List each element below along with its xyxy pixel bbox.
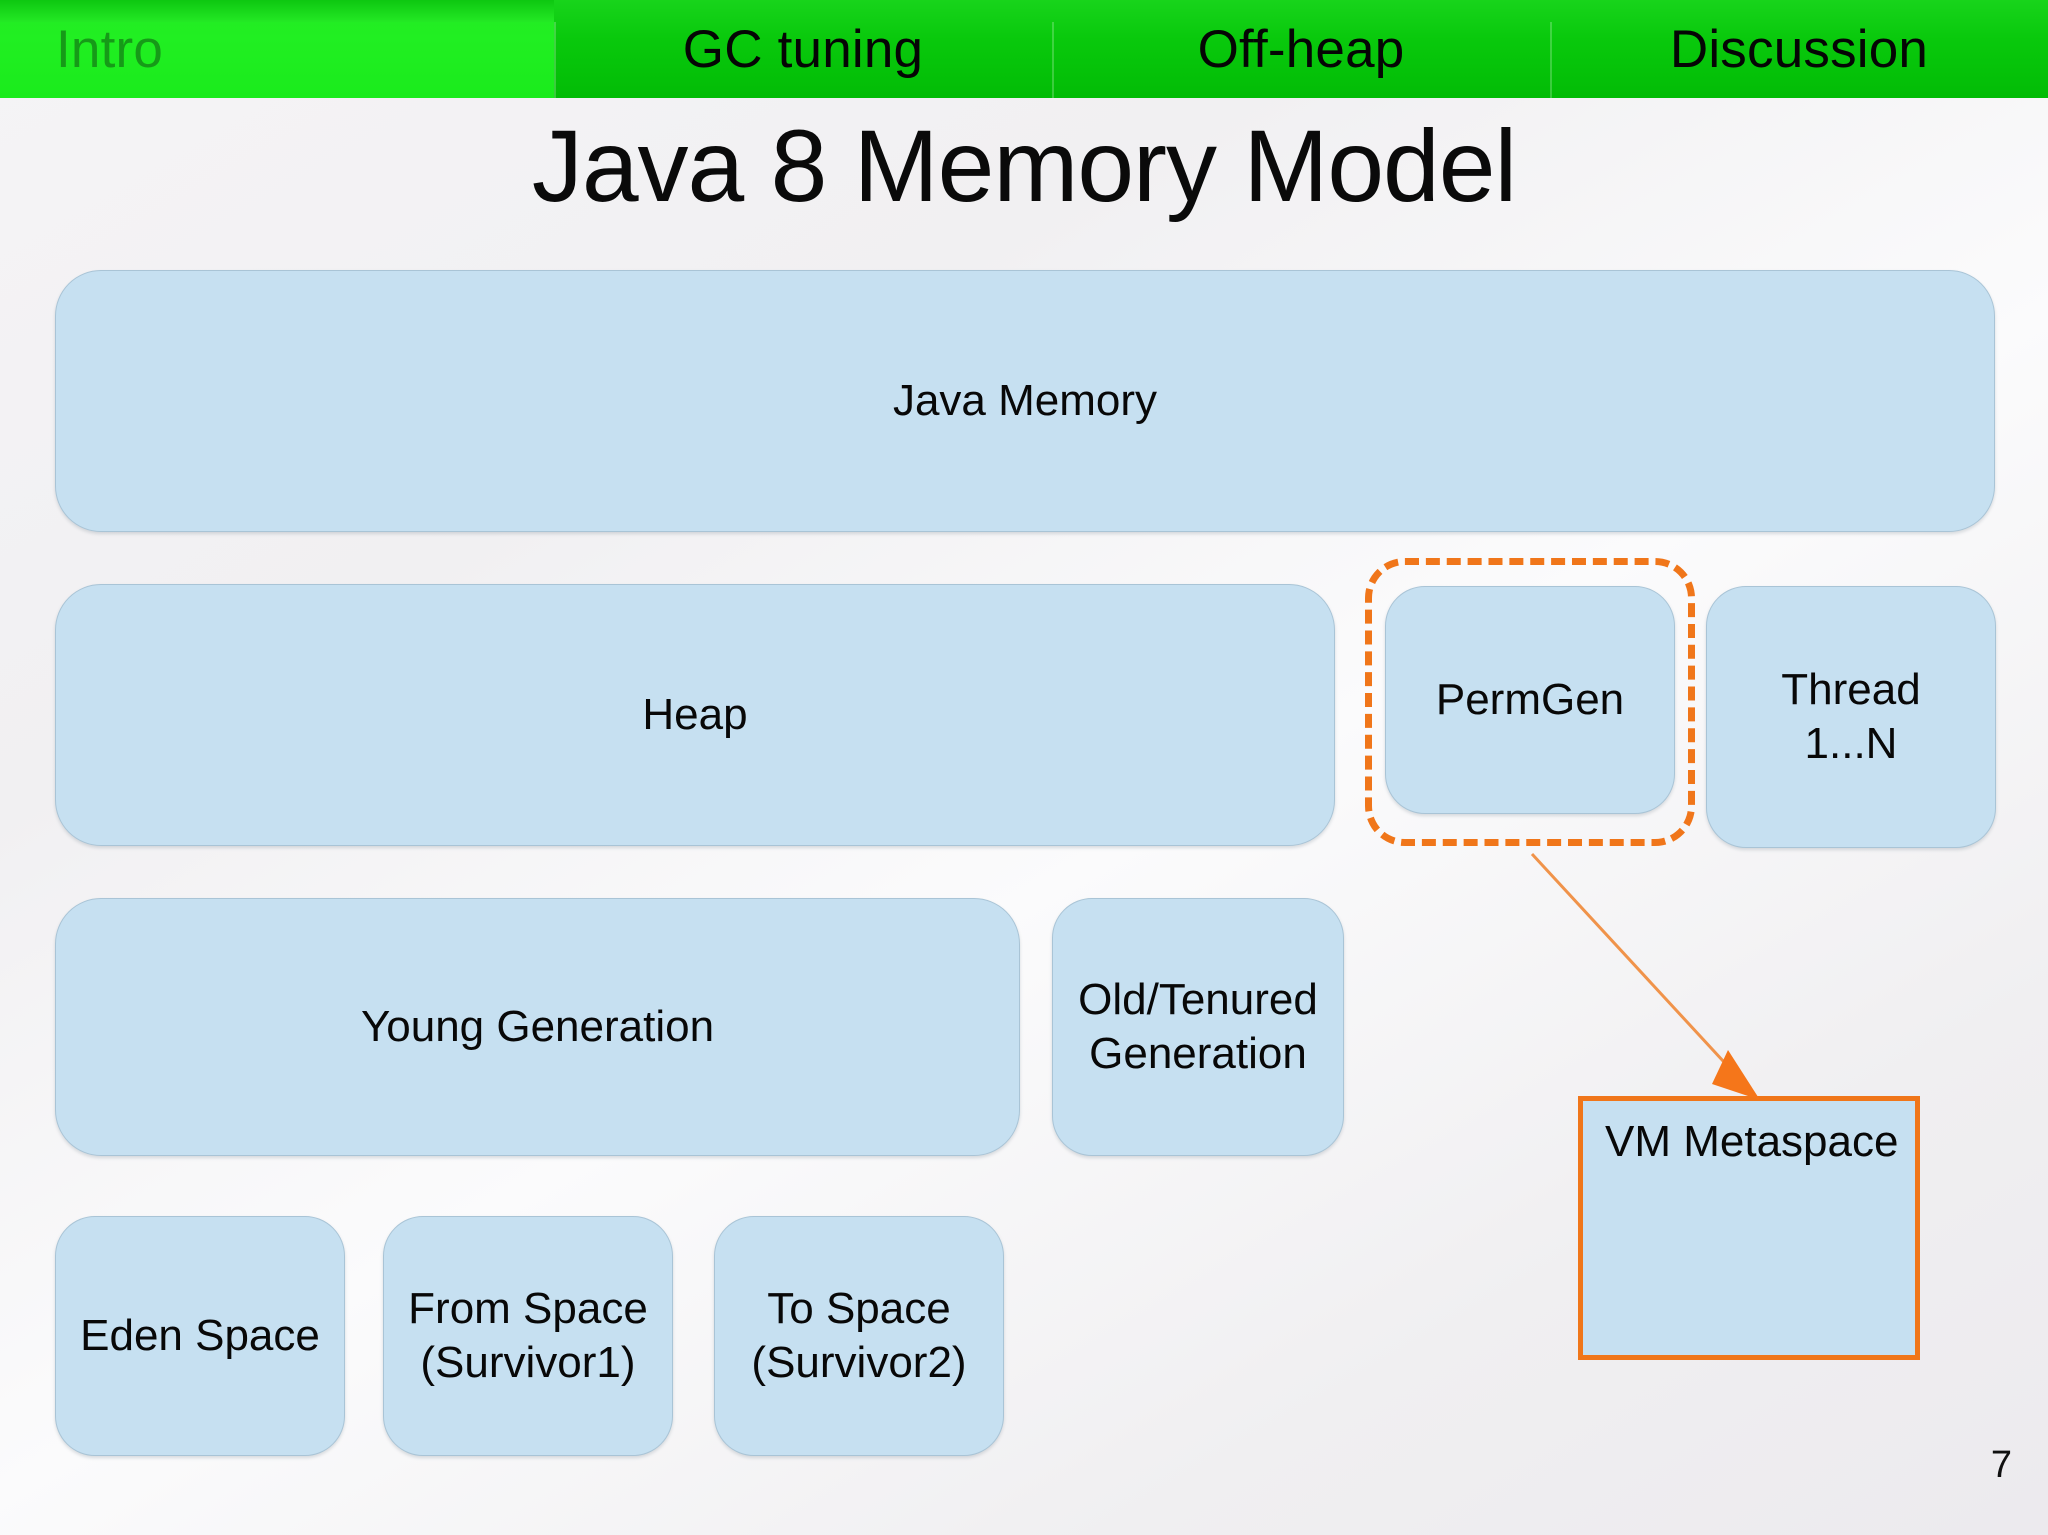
box-old-tenured-label-line2: Generation [1089, 1029, 1307, 1078]
box-thread-label-line2: 1...N [1804, 719, 1898, 768]
nav-tab-gc-tuning[interactable]: GC tuning [554, 0, 1052, 98]
box-thread: Thread 1...N [1706, 586, 1996, 848]
box-young-generation: Young Generation [55, 898, 1020, 1156]
box-to-space-label: To Space (Survivor2) [751, 1282, 966, 1389]
nav-tab-discussion-label: Discussion [1669, 19, 1929, 79]
arrow-line [1530, 852, 1738, 1077]
nav-tab-off-heap[interactable]: Off-heap [1052, 0, 1550, 98]
box-to-space: To Space (Survivor2) [714, 1216, 1004, 1456]
nav-tab-gc-tuning-label: GC tuning [682, 19, 924, 79]
box-to-space-label-line2: (Survivor2) [751, 1338, 967, 1387]
box-from-space-label-line1: From Space [408, 1284, 648, 1334]
permgen-highlight-outline [1365, 558, 1695, 846]
box-eden-space: Eden Space [55, 1216, 345, 1456]
box-to-space-label-line1: To Space [767, 1284, 951, 1334]
navigation-bar: Intro GC tuning Off-heap Discussion [0, 0, 2048, 98]
box-permgen-label: PermGen [1435, 675, 1625, 725]
box-eden-space-label: Eden Space [80, 1311, 320, 1361]
box-young-generation-label: Young Generation [360, 1002, 715, 1052]
box-old-tenured-label: Old/Tenured Generation [1078, 973, 1318, 1080]
arrow-head-icon [1712, 1050, 1760, 1100]
box-java-memory-label: Java Memory [892, 376, 1158, 426]
box-from-space-label-line2: (Survivor1) [420, 1338, 636, 1387]
box-old-tenured-generation: Old/Tenured Generation [1052, 898, 1344, 1156]
box-vm-metaspace-label: VM Metaspace [1605, 1117, 1899, 1166]
box-thread-label: Thread 1...N [1781, 663, 1920, 770]
page-title: Java 8 Memory Model [531, 109, 1517, 223]
nav-tab-intro-label: Intro [56, 19, 164, 79]
box-thread-label-line1: Thread [1781, 665, 1921, 715]
nav-tab-discussion[interactable]: Discussion [1550, 0, 2048, 98]
box-from-space-label: From Space (Survivor1) [408, 1282, 648, 1389]
box-from-space: From Space (Survivor1) [383, 1216, 673, 1456]
box-heap: Heap [55, 584, 1335, 846]
box-vm-metaspace: VM Metaspace [1578, 1096, 1920, 1360]
box-old-tenured-label-line1: Old/Tenured [1078, 975, 1318, 1025]
box-heap-label: Heap [642, 690, 748, 740]
box-java-memory: Java Memory [55, 270, 1995, 532]
nav-tab-intro[interactable]: Intro [0, 0, 554, 98]
nav-tab-off-heap-label: Off-heap [1197, 19, 1405, 79]
box-permgen: PermGen [1385, 586, 1675, 814]
page-number: 7 [1990, 1444, 2012, 1486]
